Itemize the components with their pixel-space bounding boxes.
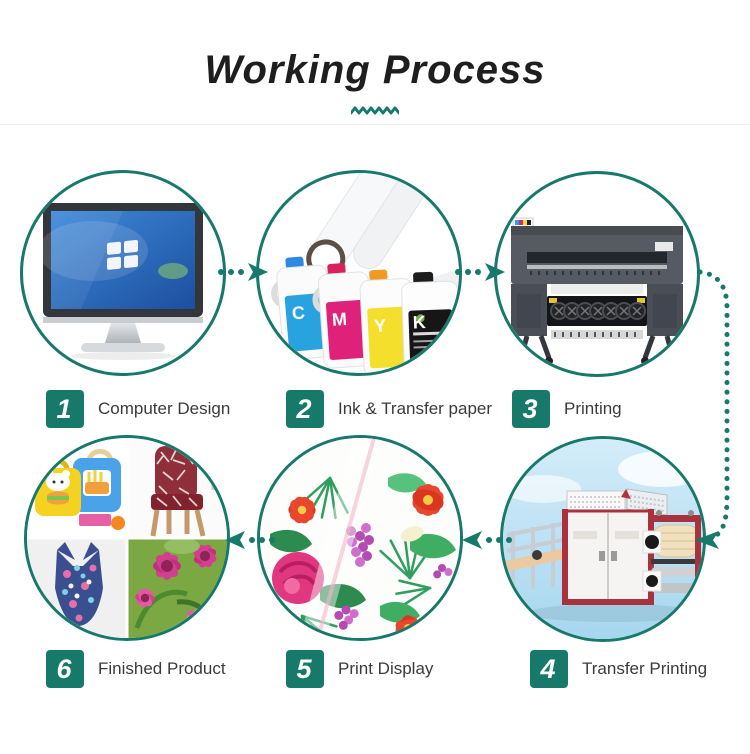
step-4-label: Transfer Printing — [582, 659, 708, 678]
step-3-caption: 3 Printing — [512, 390, 622, 428]
ink-label-y: Y — [373, 316, 386, 337]
arrowhead-left-icon — [225, 531, 245, 549]
step-5-number-badge: 5 — [286, 650, 324, 688]
printer-machine-icon — [511, 217, 683, 365]
floral-fabric-icon — [260, 438, 460, 638]
step-4-caption: 4 Transfer Printing — [530, 650, 707, 688]
dot — [486, 537, 492, 543]
arrowhead-left-icon — [695, 531, 719, 549]
step-6-caption: 6 Finished Product — [46, 650, 226, 688]
dot — [496, 537, 502, 543]
ink-label-m: M — [331, 309, 347, 330]
dot — [475, 269, 481, 275]
arrow-step5-to-step6 — [225, 531, 275, 549]
dot — [465, 269, 471, 275]
arrow-step2-to-step3 — [455, 263, 505, 281]
step-2-label: Ink & Transfer paper — [338, 399, 493, 418]
step-2-number-badge: 2 — [286, 390, 324, 428]
step-1-number-badge: 1 — [46, 390, 84, 428]
step-3-number-badge: 3 — [512, 390, 550, 428]
arrowhead-right-icon — [248, 263, 268, 281]
transfer-machine-icon — [503, 439, 703, 639]
step-1-image-computer-design — [20, 170, 226, 376]
dot — [238, 269, 244, 275]
dotted-curve-step3-to-step4 — [697, 269, 730, 542]
finished-products-collage-icon — [27, 438, 227, 638]
pink-flowers-print — [134, 538, 220, 635]
arrowhead-right-icon — [485, 263, 505, 281]
dot — [455, 269, 461, 275]
step-1-label: Computer Design — [98, 399, 231, 418]
patterned-chair — [150, 446, 223, 537]
step-5-caption: 5 Print Display — [286, 650, 433, 688]
computer-monitor-icon — [38, 203, 203, 360]
ink-label-c: C — [291, 302, 306, 323]
step-5-image-print-display — [257, 435, 463, 641]
arrowhead-left-icon — [462, 531, 482, 549]
dot — [228, 269, 234, 275]
step-3-image-printer — [494, 171, 700, 377]
step-3-label: Printing — [564, 399, 622, 418]
dot — [218, 269, 224, 275]
dot — [269, 537, 275, 543]
ink-label-k: K — [412, 312, 426, 332]
step-2-image-ink-transfer-paper: C M Y — [256, 170, 462, 376]
step-6-image-finished-product — [24, 435, 230, 641]
zigzag-divider-icon — [351, 106, 399, 115]
ink-bottles-paper-rolls-icon: C M Y — [271, 173, 459, 373]
dot — [249, 537, 255, 543]
step-6-label: Finished Product — [98, 659, 226, 678]
arrow-step1-to-step2 — [218, 263, 268, 281]
step-4-image-transfer-printing-machine — [500, 436, 706, 642]
step-1-caption: 1 Computer Design — [46, 390, 230, 428]
arrow-step4-to-step5 — [462, 531, 512, 549]
step-4-number-badge: 4 — [530, 650, 568, 688]
section-divider — [0, 124, 750, 125]
page-title: Working Process — [204, 48, 546, 92]
dot — [506, 537, 512, 543]
floral-swimsuit — [55, 542, 103, 626]
lunch-bags — [35, 449, 125, 530]
dot — [259, 537, 265, 543]
peony-flower — [272, 552, 324, 604]
step-6-number-badge: 6 — [46, 650, 84, 688]
step-5-label: Print Display — [338, 659, 434, 678]
step-2-caption: 2 Ink & Transfer paper — [286, 390, 492, 428]
hibiscus-flowers — [288, 484, 444, 638]
